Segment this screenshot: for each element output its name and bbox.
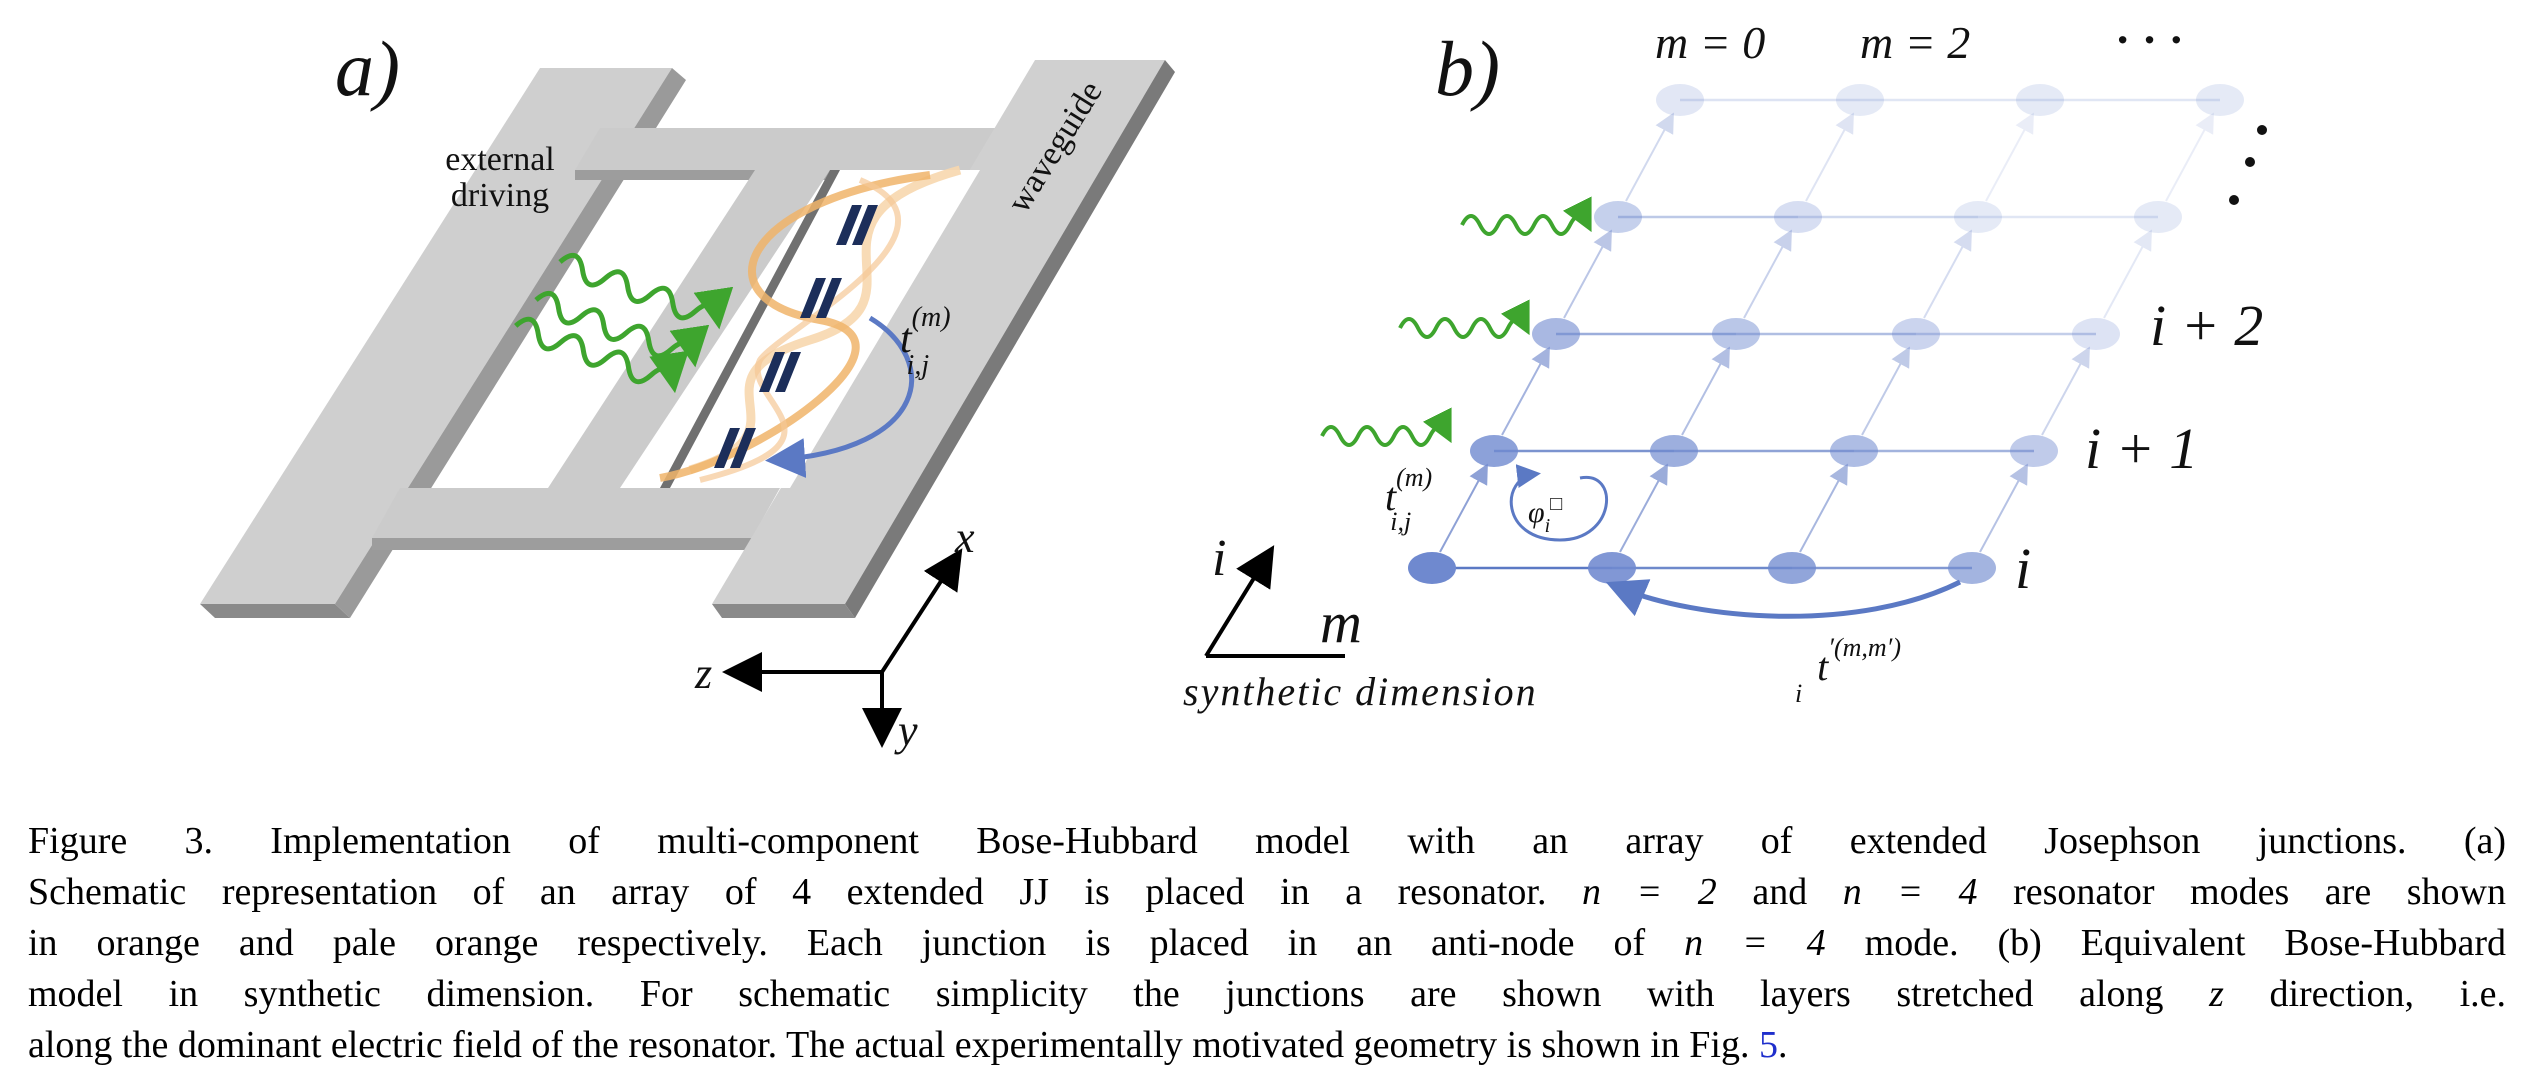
lattice-bond-vertical [1625,112,1674,202]
panel-b-label: b) [1435,25,1500,112]
figure-caption: Figure 3. Implementation of multi-compon… [28,816,2506,1071]
lattice-site [1650,435,1698,467]
lattice-bond-vertical [1681,346,1730,436]
column-label-m2: m = 2 [1860,17,1970,68]
row-label-i: i [2015,536,2031,601]
figure-5-link[interactable]: 5 [1759,1024,1778,1066]
left-rail [200,68,672,604]
hopping-label-b: t(m)i,j [1385,463,1432,536]
lattice-site [2010,435,2058,467]
lattice-bond-vertical [2165,112,2214,202]
lattice-site [2196,84,2244,116]
bottom-bar [372,488,780,538]
lattice-site [1656,84,1704,116]
lattice-bond-vertical [1563,229,1612,319]
lattice-site [1594,201,1642,233]
junction-2 [800,278,842,318]
drive-wave-b3 [1320,407,1452,447]
lattice-site [1830,435,1878,467]
axis-y-label: y [894,706,918,755]
lattice-site [1768,552,1816,584]
figure-3-graphic: a) waveguide [200,14,2267,755]
lattice-site [1408,552,1456,584]
column-ellipsis: · · · [2115,14,2184,65]
lattice-site [1774,201,1822,233]
lattice-bond-vertical [2041,346,2090,436]
drive-wave-a1 [558,252,734,330]
panel-a-label: a) [335,25,400,112]
lattice-site [1948,552,1996,584]
drive-wave-a3 [514,316,689,394]
lattice-site [1892,318,1940,350]
flux-label: φi□ [1528,493,1562,537]
lattice-site [2072,318,2120,350]
lattice-bond-vertical [1439,463,1488,553]
lattice-site [1532,318,1580,350]
lattice-site [2134,201,2182,233]
panel-a: a) waveguide [200,25,1175,755]
coordinate-axes [722,548,963,748]
synthetic-hop-label: t′(m,m′)i [1795,633,1901,708]
flux-arrow [1509,464,1608,542]
lattice-bond-vertical [1979,463,2028,553]
lattice-site [1712,318,1760,350]
left-rail-side [200,604,350,618]
junction-3 [759,352,801,392]
lattice-site [2016,84,2064,116]
lattice-site [1470,435,1518,467]
caption-line-1: Figure 3. Implementation of multi-compon… [28,820,2506,862]
mode-n2-orange [659,171,931,482]
synthetic-lattice [1408,84,2244,584]
top-bar [575,128,1000,170]
lattice-site [1954,201,2002,233]
lattice-bond-vertical [1805,112,1854,202]
diagonal-ellipsis [2229,125,2267,205]
waveguide-rail [712,60,1165,604]
lattice-bond-vertical [1861,346,1910,436]
lattice-bond-vertical [1501,346,1550,436]
drive-wave-b2 [1398,299,1530,339]
caption-line-2: Schematic representation of an array of … [28,871,2506,913]
synthetic-axis-i: i [1212,530,1226,587]
lattice-bond-vertical [1799,463,1848,553]
caption-line-3: in orange and pale orange respectively. … [28,922,2506,964]
mode-n4-pale [688,165,962,475]
row-label-i-plus-2: i + 2 [2150,293,2263,358]
axis-x-label: x [954,513,975,562]
axis-z-label: z [694,649,712,698]
lattice-bond-vertical [1619,463,1668,553]
synthetic-axis-caption: synthetic dimension [1183,669,1538,714]
lattice-bond-vertical [1743,229,1792,319]
lattice-site [1836,84,1884,116]
column-label-m0: m = 0 [1655,17,1765,68]
junction-4 [714,428,756,468]
caption-line-5: along the dominant electric field of the… [28,1024,1788,1066]
synthetic-hop-arrow [1605,579,1962,619]
lattice-bond-vertical [2103,229,2152,319]
synthetic-axis-m: m [1320,590,1362,655]
caption-line-4: model in synthetic dimension. For schema… [28,973,2506,1015]
hopping-label-a: t(m)i,j [900,302,951,381]
row-label-i-plus-1: i + 1 [2085,416,2198,481]
synthetic-axes [1204,545,1345,658]
junction-1 [836,205,878,245]
lattice-bond-vertical [1985,112,2034,202]
lattice-bond-vertical [1923,229,1972,319]
hopping-arrow-a [765,315,915,479]
drive-wave-b1 [1460,196,1592,236]
lattice-site [1588,552,1636,584]
channel-slot [660,170,980,488]
panel-b: b) m = 0 m = 2 · · · i + 2 i + 1 i t(m)i… [1183,14,2267,714]
